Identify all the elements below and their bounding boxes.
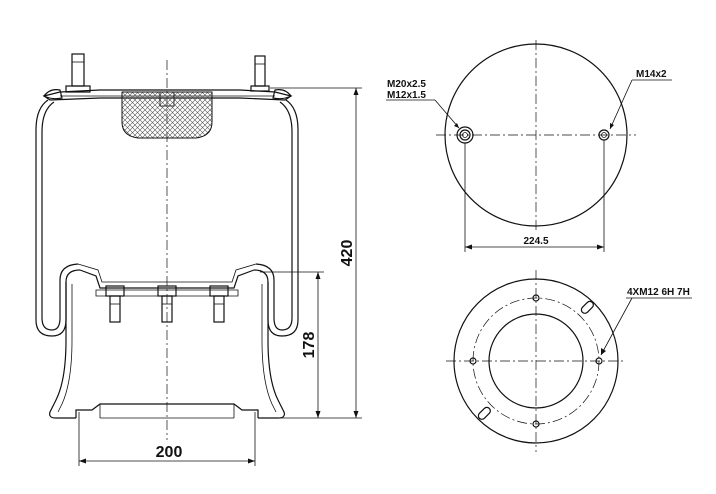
piston-bolt-right <box>209 285 229 323</box>
bottom-plan-view: 4XM12 6H 7H <box>446 270 692 452</box>
bumper <box>121 91 213 139</box>
bellows-left-wall <box>35 99 81 337</box>
top-left-bead <box>43 89 63 100</box>
piston-base <box>75 403 259 418</box>
dimension-420-label: 420 <box>339 240 356 267</box>
thread-4xm12-label: 4XM12 6H 7H <box>627 287 690 298</box>
dimension-200: 200 <box>78 412 256 466</box>
dimension-178-label: 178 <box>301 332 318 359</box>
side-view: 200 178 420 <box>35 53 362 466</box>
thread-m14-label: M14x2 <box>636 69 667 80</box>
piston-bolt-center <box>157 285 177 323</box>
callout-bottom-thread: 4XM12 6H 7H <box>600 287 692 356</box>
callout-top-left-thread: M20x2.5 M12x1.5 <box>386 79 460 129</box>
top-plan-view: M20x2.5 M12x1.5 M14x2 224.5 <box>386 40 672 252</box>
top-left-stud <box>65 53 91 93</box>
thread-m12-label: M12x1.5 <box>387 90 426 101</box>
piston-skirt-left <box>49 282 76 419</box>
top-right-bead <box>272 89 292 100</box>
bellows-right-wall <box>253 99 299 337</box>
thread-m20-label: M20x2.5 <box>387 79 426 90</box>
bottom-bolt-holes <box>469 294 603 428</box>
dimension-224-5-label: 224.5 <box>523 236 548 247</box>
top-right-stud <box>250 55 270 92</box>
dimension-420: 420 <box>270 87 362 419</box>
dimension-178: 178 <box>260 271 324 419</box>
dimension-200-label: 200 <box>156 444 183 461</box>
piston-bolt-left <box>105 285 125 323</box>
dimension-224-5: 224.5 <box>464 140 605 252</box>
locating-slot-lower <box>477 406 491 420</box>
locating-slot-upper <box>580 300 594 314</box>
piston-top <box>79 269 255 289</box>
callout-top-right-thread: M14x2 <box>609 69 672 130</box>
